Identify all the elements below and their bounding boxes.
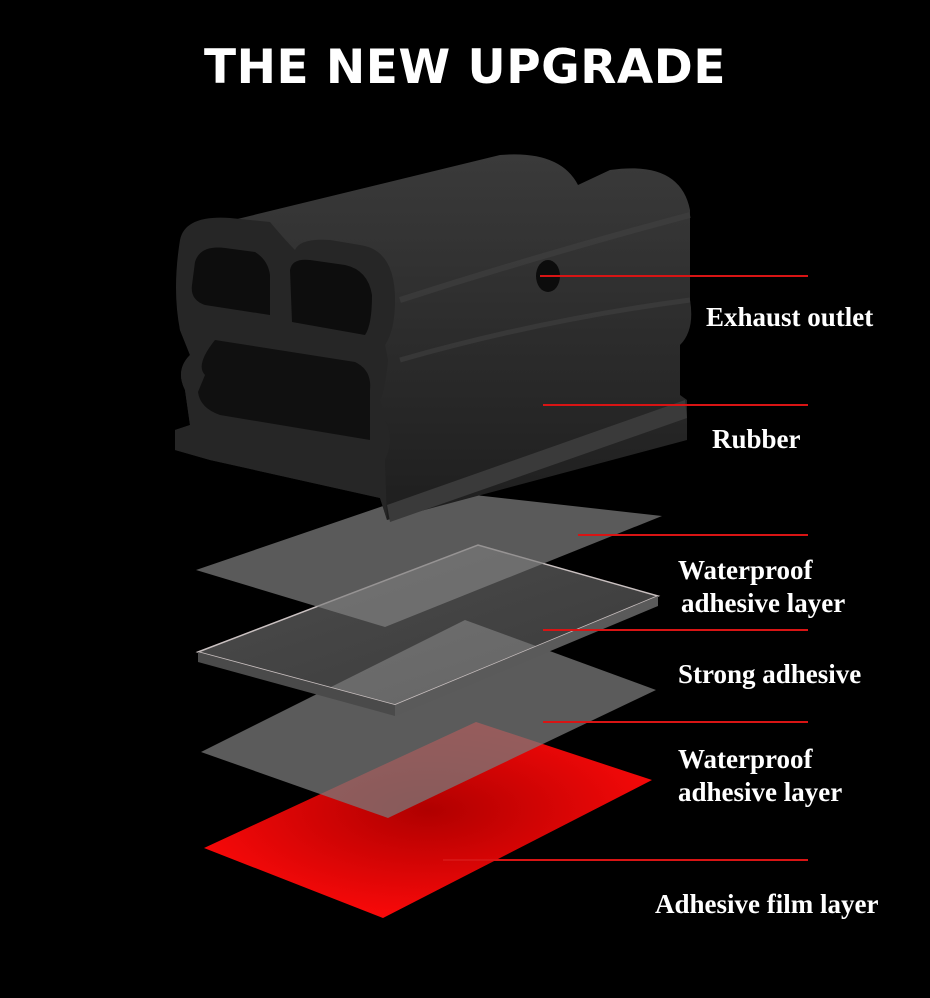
waterproof-layer-bottom: [201, 620, 656, 818]
rubber-profile: [175, 154, 692, 522]
label-exhaust-outlet: Exhaust outlet: [706, 301, 873, 334]
adhesive-film-layer: [204, 722, 652, 918]
label-strong-adhesive: Strong adhesive: [678, 658, 861, 691]
leader-lines: [443, 275, 808, 861]
label-waterproof-adhesive-top: Waterproof adhesive layer: [678, 554, 845, 620]
label-text: Exhaust outlet: [706, 302, 874, 332]
label-rubber: Rubber: [712, 423, 801, 456]
waterproof-layer-top: [196, 490, 662, 627]
label-waterproof-adhesive-bottom: Waterproof adhesive layer: [678, 743, 842, 809]
label-text-line1: Waterproof: [678, 555, 813, 585]
label-adhesive-film-layer: Adhesive film layer: [655, 888, 878, 921]
label-text: Rubber: [712, 424, 801, 454]
label-text: Strong adhesive: [678, 659, 862, 689]
label-text-line2: adhesive layer: [681, 588, 846, 618]
label-text: Adhesive film layer: [655, 889, 879, 919]
label-text-line1: Waterproof: [678, 744, 813, 774]
label-text-line2: adhesive layer: [678, 777, 843, 807]
page-title: THE NEW UPGRADE: [204, 40, 726, 95]
